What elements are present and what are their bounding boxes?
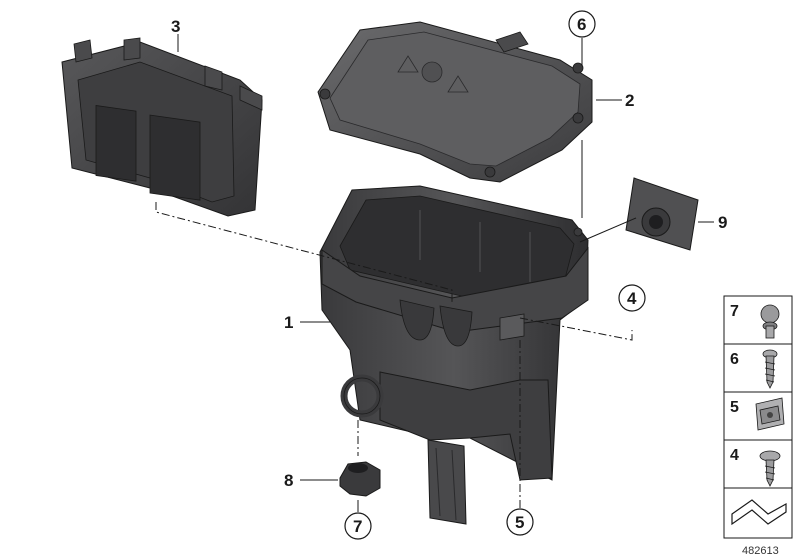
callout-9: 9 bbox=[718, 213, 727, 232]
grommet-cover bbox=[625, 177, 699, 251]
leader-lines bbox=[155, 34, 714, 512]
screw-4-icon bbox=[759, 450, 781, 487]
mounting-frame bbox=[61, 37, 263, 217]
clip-nut-5-icon bbox=[755, 397, 785, 431]
hex-nut bbox=[339, 461, 381, 497]
callout-6: 6 bbox=[577, 15, 586, 34]
screw-7-icon bbox=[760, 304, 780, 339]
callout-8: 8 bbox=[284, 471, 293, 490]
direction-arrow-icon bbox=[731, 499, 787, 526]
callout-3: 3 bbox=[171, 17, 180, 36]
callout-2: 2 bbox=[625, 91, 634, 110]
callout-5-circle bbox=[506, 508, 534, 536]
parts-list-item-6: 6 bbox=[730, 351, 739, 368]
callout-6-circle bbox=[568, 10, 596, 38]
screw-6-icon bbox=[762, 349, 778, 389]
parts-list-item-4: 4 bbox=[730, 447, 739, 464]
callout-5: 5 bbox=[515, 513, 524, 532]
callout-4: 4 bbox=[627, 289, 637, 308]
parts-list-table: 7 6 5 4 bbox=[723, 295, 793, 539]
callout-1: 1 bbox=[284, 313, 293, 332]
callouts: 3 6 2 9 4 1 8 7 5 bbox=[171, 10, 727, 540]
callout-7: 7 bbox=[353, 517, 362, 536]
parts-list-item-5: 5 bbox=[730, 399, 739, 416]
parts-list-item-7: 7 bbox=[730, 303, 739, 320]
callout-7-circle bbox=[344, 512, 372, 540]
callout-4-circle bbox=[618, 284, 646, 312]
cover-lid bbox=[317, 21, 593, 183]
document-id: 482613 bbox=[742, 545, 779, 557]
